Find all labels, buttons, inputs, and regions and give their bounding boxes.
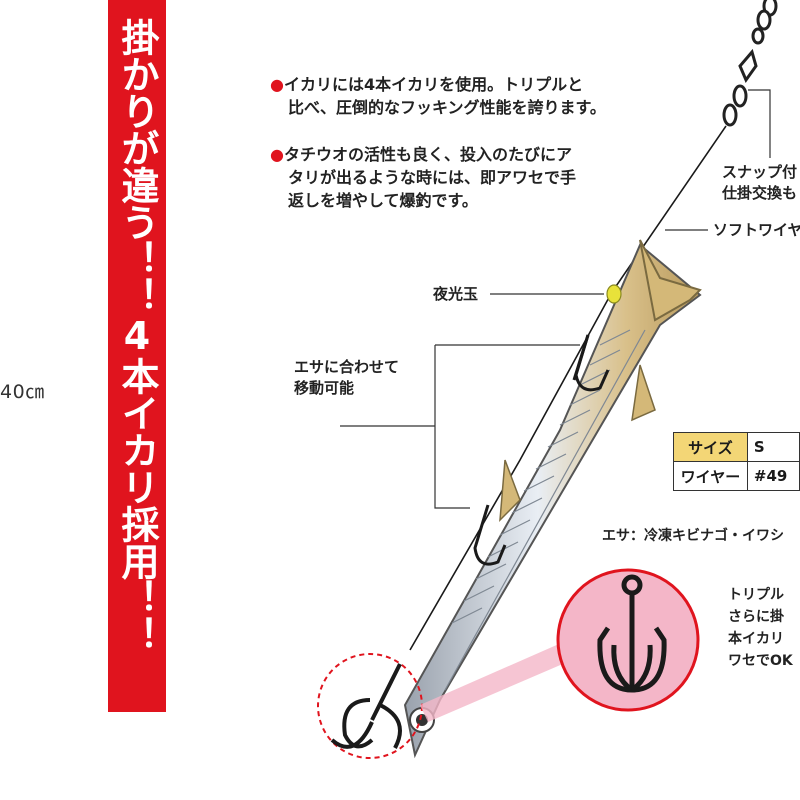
- bait-move-bracket: [340, 344, 580, 509]
- spec-size-value: S: [746, 432, 800, 462]
- snap-leader: [748, 89, 771, 158]
- spec-size-header: サイズ: [673, 432, 748, 462]
- glow-bead-label: 夜光玉: [433, 285, 479, 303]
- bullet-icon: ●: [270, 145, 284, 164]
- quad-hook-zoom-icon: [597, 574, 667, 693]
- callout-connector: [420, 640, 572, 722]
- spec-wire-header: ワイヤー: [673, 461, 748, 491]
- quad-hook-icon: [330, 663, 402, 749]
- headline-banner: 掛かりが違う！！4本イカリ採用！！: [108, 0, 166, 712]
- soft-wire-label: ソフトワイヤ: [713, 221, 800, 239]
- spec-wire-value: #49: [746, 461, 800, 491]
- headline-text: 掛かりが違う！！4本イカリ採用！！: [115, 18, 159, 653]
- spec-row-wire: ワイヤー #49: [673, 461, 800, 491]
- bait-label: エサ：冷凍キビナゴ・イワシ: [602, 528, 784, 544]
- bullet-icon: ●: [270, 75, 284, 94]
- spec-table: サイズ S ワイヤー #49: [673, 432, 800, 491]
- main-wire: [409, 125, 727, 651]
- feature-bullet-1: ●イカリには4本イカリを使用。トリプルと 比べ、圧倒的なフッキング性能を誇ります…: [270, 75, 606, 117]
- fish-icon: [403, 239, 702, 759]
- scale-label: 40㎝: [0, 381, 45, 403]
- hook-callout-text: トリプル さらに掛 本イカリ ワセでOK: [728, 587, 793, 669]
- snap-label: スナップ付 仕掛交換も: [722, 163, 798, 202]
- spec-row-size: サイズ S: [673, 432, 800, 462]
- swivel-icon: [722, 0, 778, 127]
- glow-bead-icon: [606, 284, 622, 304]
- feature-bullet-2: ●タチウオの活性も良く、投入のたびにア タリが出るような時には、即アワセで手 返…: [270, 145, 577, 210]
- upper-hook-icon: [572, 334, 610, 392]
- bait-move-label: エサに合わせて 移動可能: [294, 358, 400, 397]
- middle-hook-icon: [473, 504, 507, 566]
- hook-zoom-circle: [556, 568, 700, 712]
